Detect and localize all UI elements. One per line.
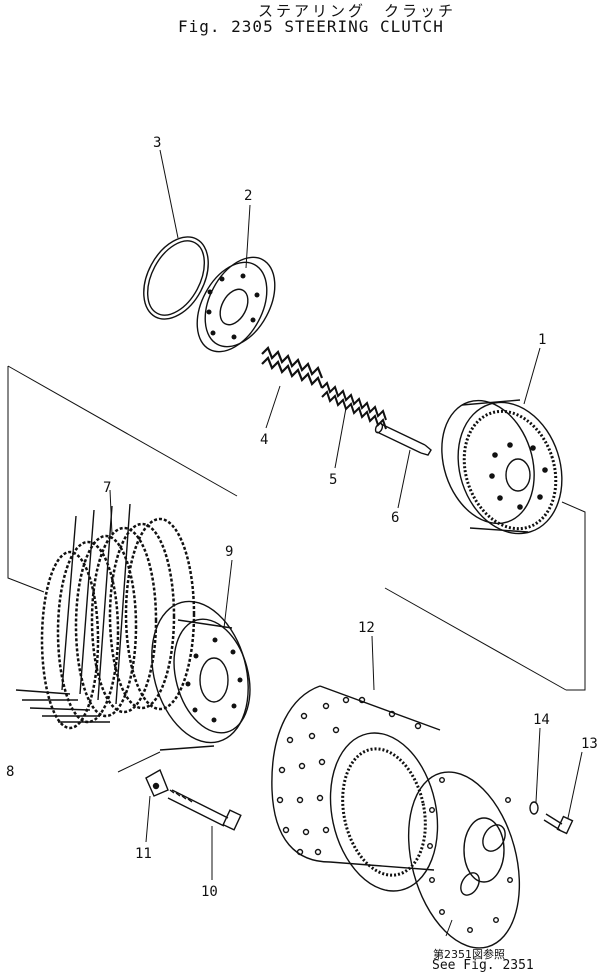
figure-title: Fig. 2305 STEERING CLUTCH xyxy=(178,17,444,36)
callout-10: 10 xyxy=(201,884,218,900)
callout-13: 13 xyxy=(581,736,598,752)
callout-3: 3 xyxy=(153,135,161,151)
part-7-8-clutch-discs xyxy=(15,503,196,730)
callout-11: 11 xyxy=(135,846,152,862)
callout-7: 7 xyxy=(103,480,111,496)
part-5-spring xyxy=(321,381,387,430)
part-3-snap-ring xyxy=(143,236,209,320)
part-14-washer xyxy=(529,801,539,815)
callout-1: 1 xyxy=(538,332,546,348)
part-4-spring xyxy=(261,346,324,389)
part-10-bolt xyxy=(167,789,242,831)
reference-note: See Fig. 2351 xyxy=(432,958,534,973)
callout-4: 4 xyxy=(260,432,268,448)
callout-12: 12 xyxy=(358,620,375,636)
part-1-hub xyxy=(441,399,563,535)
callout-2: 2 xyxy=(244,188,252,204)
reference-note-japanese: 第2351図参照 xyxy=(433,948,505,961)
callout-14: 14 xyxy=(533,712,550,728)
cover-plate xyxy=(407,771,521,949)
part-6-pin xyxy=(374,422,432,456)
leader-lines xyxy=(109,149,583,937)
figure-title-japanese: ステアリング クラッチ xyxy=(258,2,457,20)
callout-5: 5 xyxy=(329,472,337,488)
part-13-bolt xyxy=(543,813,574,835)
part-2-plate xyxy=(196,256,276,353)
part-12-drum xyxy=(271,685,441,892)
callout-8: 8 xyxy=(6,764,14,780)
part-11-lock-plate xyxy=(145,768,169,797)
part-9-pressure-plate xyxy=(151,600,251,751)
assembly-outline-lines xyxy=(7,365,586,773)
callout-9: 9 xyxy=(225,544,233,560)
callout-6: 6 xyxy=(391,510,399,526)
